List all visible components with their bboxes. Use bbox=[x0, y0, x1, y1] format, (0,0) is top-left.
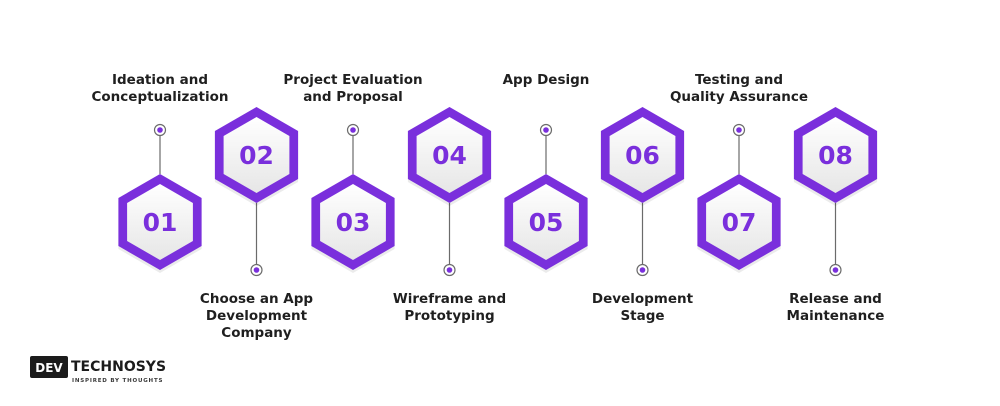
step-number: 05 bbox=[529, 208, 564, 237]
step-number: 04 bbox=[432, 141, 467, 170]
step-label-line: Choose an App bbox=[200, 291, 313, 307]
step-hexagon-06: 06 bbox=[600, 107, 685, 206]
logo-brand-left: DEV bbox=[35, 361, 63, 375]
connector-dot bbox=[736, 127, 742, 133]
step-label-line: Project Evaluation bbox=[283, 72, 422, 88]
connector-dot bbox=[543, 127, 549, 133]
step-label-line: Prototyping bbox=[404, 308, 494, 324]
hexagon-inner bbox=[416, 117, 483, 193]
hexagon-inner bbox=[513, 184, 579, 260]
step-label-line: Company bbox=[221, 325, 292, 341]
connector-dot bbox=[832, 267, 839, 273]
step-number: 02 bbox=[239, 141, 274, 170]
step-label-line: and Proposal bbox=[303, 89, 403, 105]
step-number: 06 bbox=[625, 141, 660, 170]
step-number: 07 bbox=[722, 208, 757, 237]
step-label-line: Quality Assurance bbox=[670, 89, 808, 105]
step-number: 08 bbox=[818, 141, 853, 170]
hexagon-inner bbox=[802, 117, 869, 193]
step-number: 03 bbox=[336, 208, 371, 237]
step-label-line: Development bbox=[206, 308, 308, 324]
step-hexagon-01: 01 bbox=[118, 174, 202, 273]
connector-dot bbox=[253, 267, 260, 273]
step-hexagon-02: 02 bbox=[214, 107, 299, 206]
step-label-line: Release and bbox=[789, 291, 882, 307]
step-hexagon-08: 08 bbox=[793, 107, 878, 206]
step-label-line: App Design bbox=[503, 72, 590, 88]
step-label-line: Testing and bbox=[695, 72, 783, 88]
hexagon-inner bbox=[609, 117, 676, 193]
step-label-line: Wireframe and bbox=[393, 291, 506, 307]
step-label-line: Stage bbox=[620, 308, 664, 324]
step-label-line: Development bbox=[592, 291, 694, 307]
logo-tagline: INSPIRED BY THOUGHTS bbox=[72, 378, 163, 384]
step-number: 01 bbox=[143, 208, 178, 237]
step-hexagon-05: 05 bbox=[504, 174, 588, 273]
logo-brand-right: TECHNOSYS bbox=[71, 359, 166, 375]
hexagon-inner bbox=[706, 184, 772, 260]
step-label-line: Conceptualization bbox=[92, 89, 229, 105]
hexagon-inner bbox=[127, 184, 193, 260]
step-label-line: Maintenance bbox=[787, 308, 885, 324]
step-label-line: Ideation and bbox=[112, 72, 208, 88]
connector-dot bbox=[446, 267, 453, 273]
step-hexagon-04: 04 bbox=[407, 107, 492, 206]
step-hexagon-03: 03 bbox=[311, 174, 395, 273]
connector-dot bbox=[639, 267, 646, 273]
connector-dot bbox=[157, 127, 163, 133]
step-label-05: App Design bbox=[503, 72, 590, 88]
logo-badge bbox=[30, 356, 68, 378]
hexagon-inner bbox=[320, 184, 386, 260]
connectors-layer bbox=[153, 123, 842, 277]
connector-dot bbox=[350, 127, 356, 133]
hexagons-layer: 01 02 03 04 05 06 07 08 bbox=[118, 107, 878, 273]
company-logo: DEV TECHNOSYS INSPIRED BY THOUGHTS bbox=[30, 356, 166, 384]
step-hexagon-07: 07 bbox=[697, 174, 781, 273]
hexagon-inner bbox=[223, 117, 290, 193]
